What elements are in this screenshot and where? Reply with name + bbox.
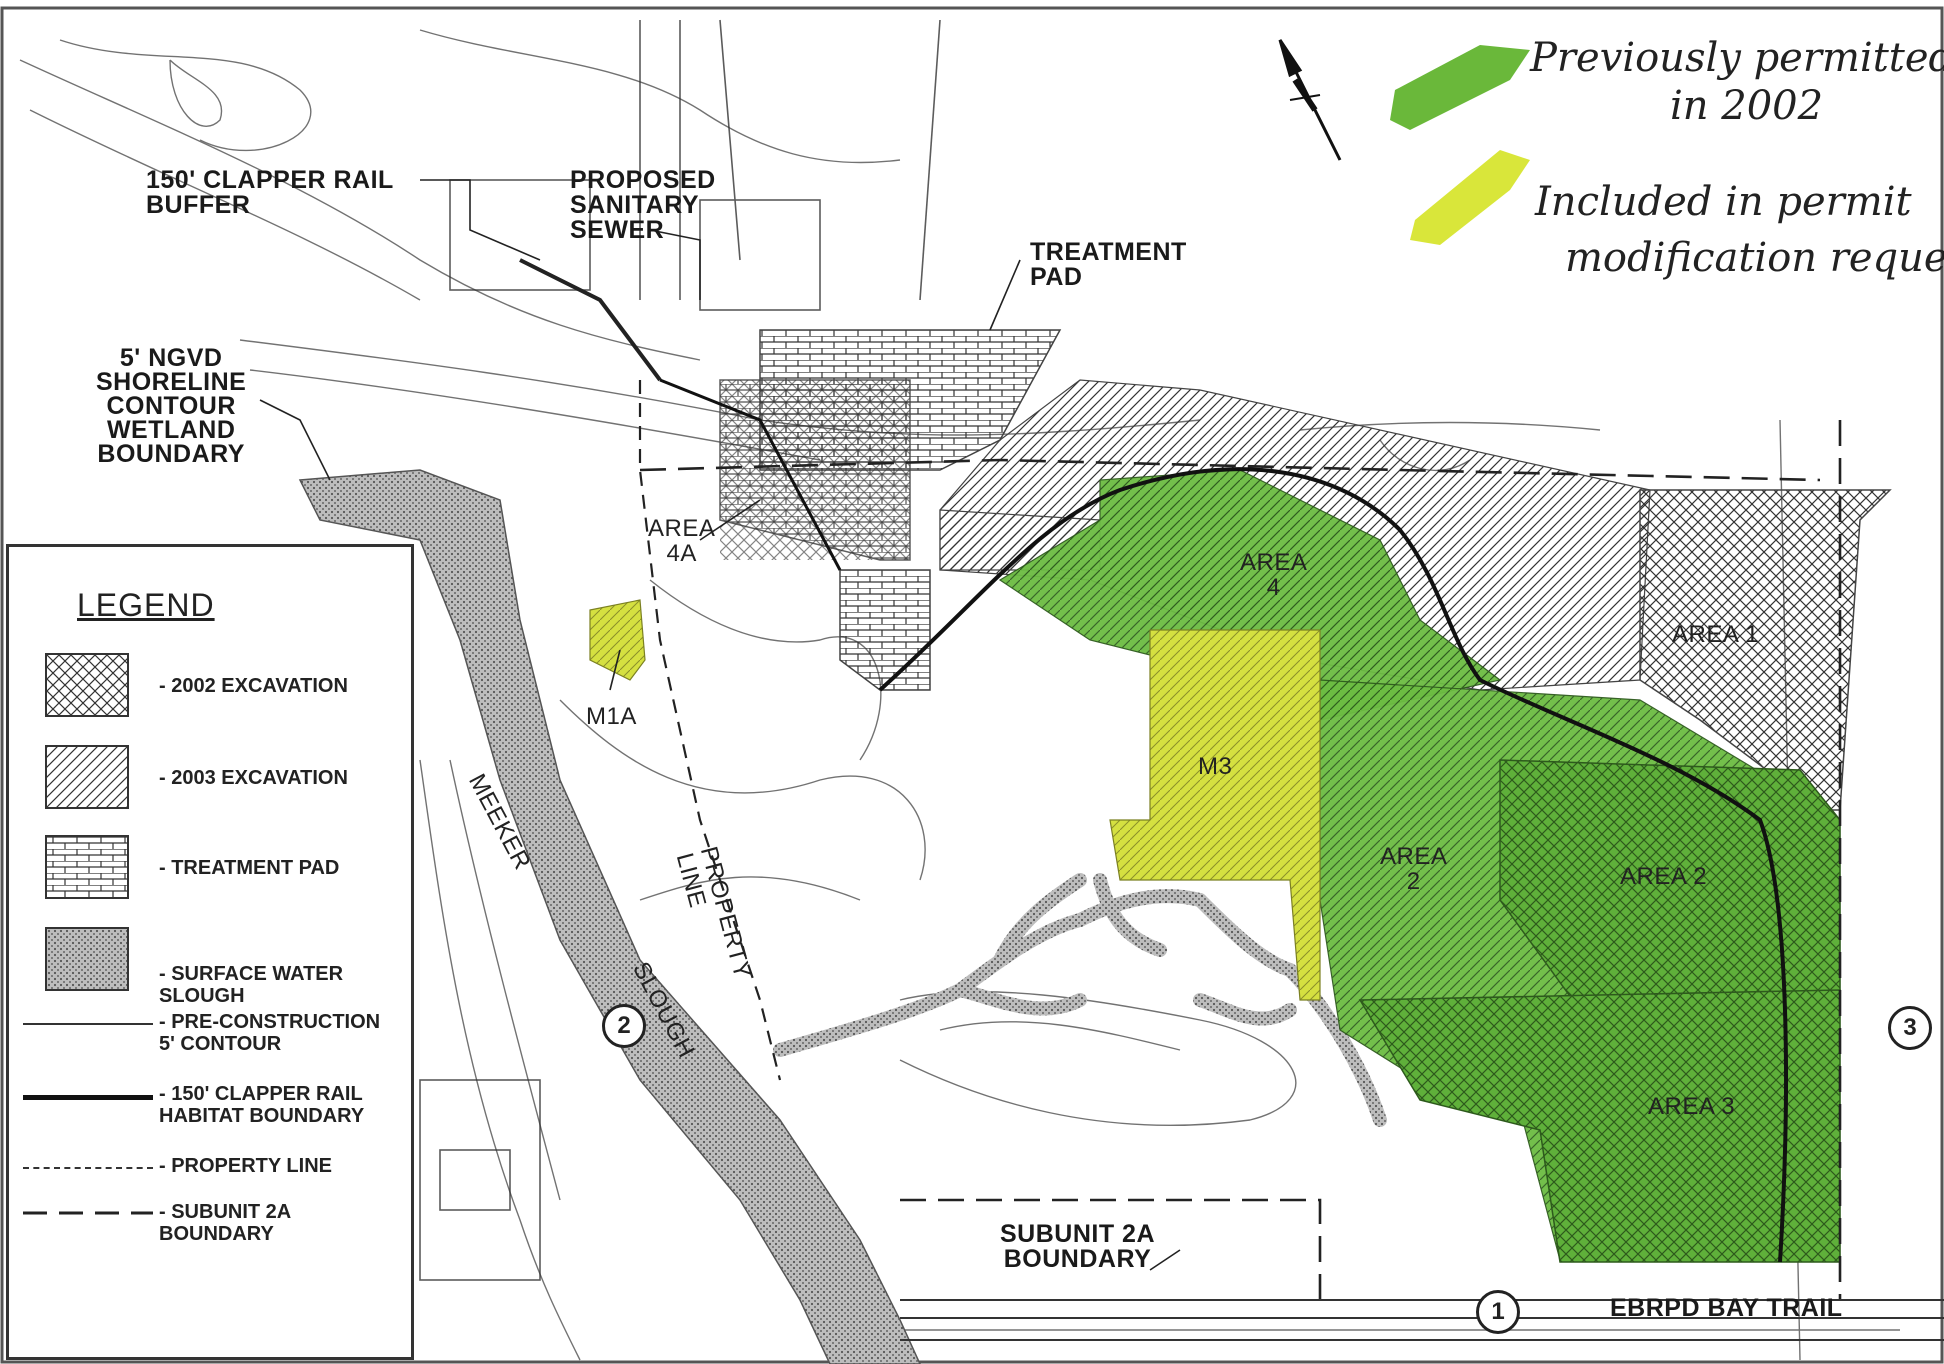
label-area-2-left: AREA 2	[1380, 843, 1448, 895]
treatment-pad-lower	[839, 569, 931, 691]
label-clapper-rail-buffer: 150' CLAPPER RAIL BUFFER	[146, 166, 394, 219]
label-area-1: AREA 1	[1672, 621, 1760, 648]
area-m1a-yellow	[589, 599, 646, 681]
label-m1a: M1A	[586, 703, 637, 730]
label-treatment-pad: TREATMENT PAD	[1030, 238, 1187, 291]
legend-label: - 2003 EXCAVATION	[159, 767, 348, 789]
bay-trail-lines	[900, 1299, 1944, 1341]
legend-label: - 2002 EXCAVATION	[159, 675, 348, 697]
hand-previously-permitted-line2: in 2002	[1670, 83, 1824, 129]
marker-3: 3	[1888, 1006, 1932, 1050]
area-3-crosshatch	[1358, 989, 1841, 1263]
label-area-2-right: AREA 2	[1620, 863, 1708, 890]
swatch-yellow-hand	[1410, 150, 1530, 245]
label-shoreline: 5' NGVD SHORELINE CONTOUR WETLAND BOUNDA…	[96, 344, 247, 468]
legend-panel: LEGEND - 2002 EXCAVATION - 2003 EXCAVATI…	[6, 544, 414, 1360]
label-subunit-boundary: SUBUNIT 2A BOUNDARY	[1000, 1220, 1156, 1273]
legend-label: - PROPERTY LINE	[159, 1155, 332, 1177]
short-dash-swatch	[23, 1167, 153, 1169]
subunit-boundary-lower	[900, 1198, 1322, 1300]
brick-swatch	[45, 835, 129, 899]
area4a-excavation	[720, 380, 910, 560]
legend-label: - 150' CLAPPER RAIL HABITAT BOUNDARY	[159, 1083, 365, 1127]
area-m3-yellow	[1109, 629, 1321, 1001]
diagonal-swatch	[45, 745, 129, 809]
slough-branches	[773, 873, 1387, 1127]
meeker-slough	[298, 469, 921, 1364]
hand-included-line2: modification reques	[1565, 235, 1944, 281]
label-area-4: AREA 4	[1240, 549, 1308, 601]
property-line	[638, 380, 782, 1081]
hand-previously-permitted-line1: Previously permitted	[1530, 35, 1944, 81]
label-area-4a: AREA 4A	[648, 515, 716, 567]
map-frame	[0, 6, 1944, 1364]
crosshatch-swatch	[45, 653, 129, 717]
legend-title: LEGEND	[77, 587, 215, 623]
north-arrow	[1278, 39, 1342, 161]
label-area-3: AREA 3	[1648, 1093, 1736, 1120]
subunit-boundary	[639, 458, 1821, 482]
long-dash-swatch	[23, 1211, 153, 1215]
marker-1: 1	[1476, 1290, 1520, 1334]
legend-label: - SURFACE WATER SLOUGH	[159, 963, 344, 1007]
clapper-rail-boundary	[878, 467, 1788, 1263]
label-bay-trail: EBRPD BAY TRAIL	[1610, 1294, 1843, 1322]
label-m3: M3	[1198, 753, 1233, 780]
marker-2: 2	[602, 1004, 646, 1048]
clapper-rail-buffer-line	[519, 258, 662, 382]
legend-label: - PRE-CONSTRUCTION 5' CONTOUR	[159, 1011, 381, 1055]
stipple-swatch	[45, 927, 129, 991]
thin-line-swatch	[23, 1023, 153, 1025]
hand-included-line1: Included in permit	[1535, 179, 1912, 225]
thick-line-swatch	[23, 1095, 153, 1100]
label-sanitary-sewer: PROPOSED SANITARY SEWER	[570, 166, 716, 244]
swatch-green-hand	[1390, 45, 1530, 130]
legend-label: - TREATMENT PAD	[159, 857, 340, 879]
legend-label: - SUBUNIT 2A BOUNDARY	[159, 1201, 292, 1245]
clapper-rail-buffer-line2	[659, 378, 842, 571]
leader-lines	[259, 179, 1181, 1271]
